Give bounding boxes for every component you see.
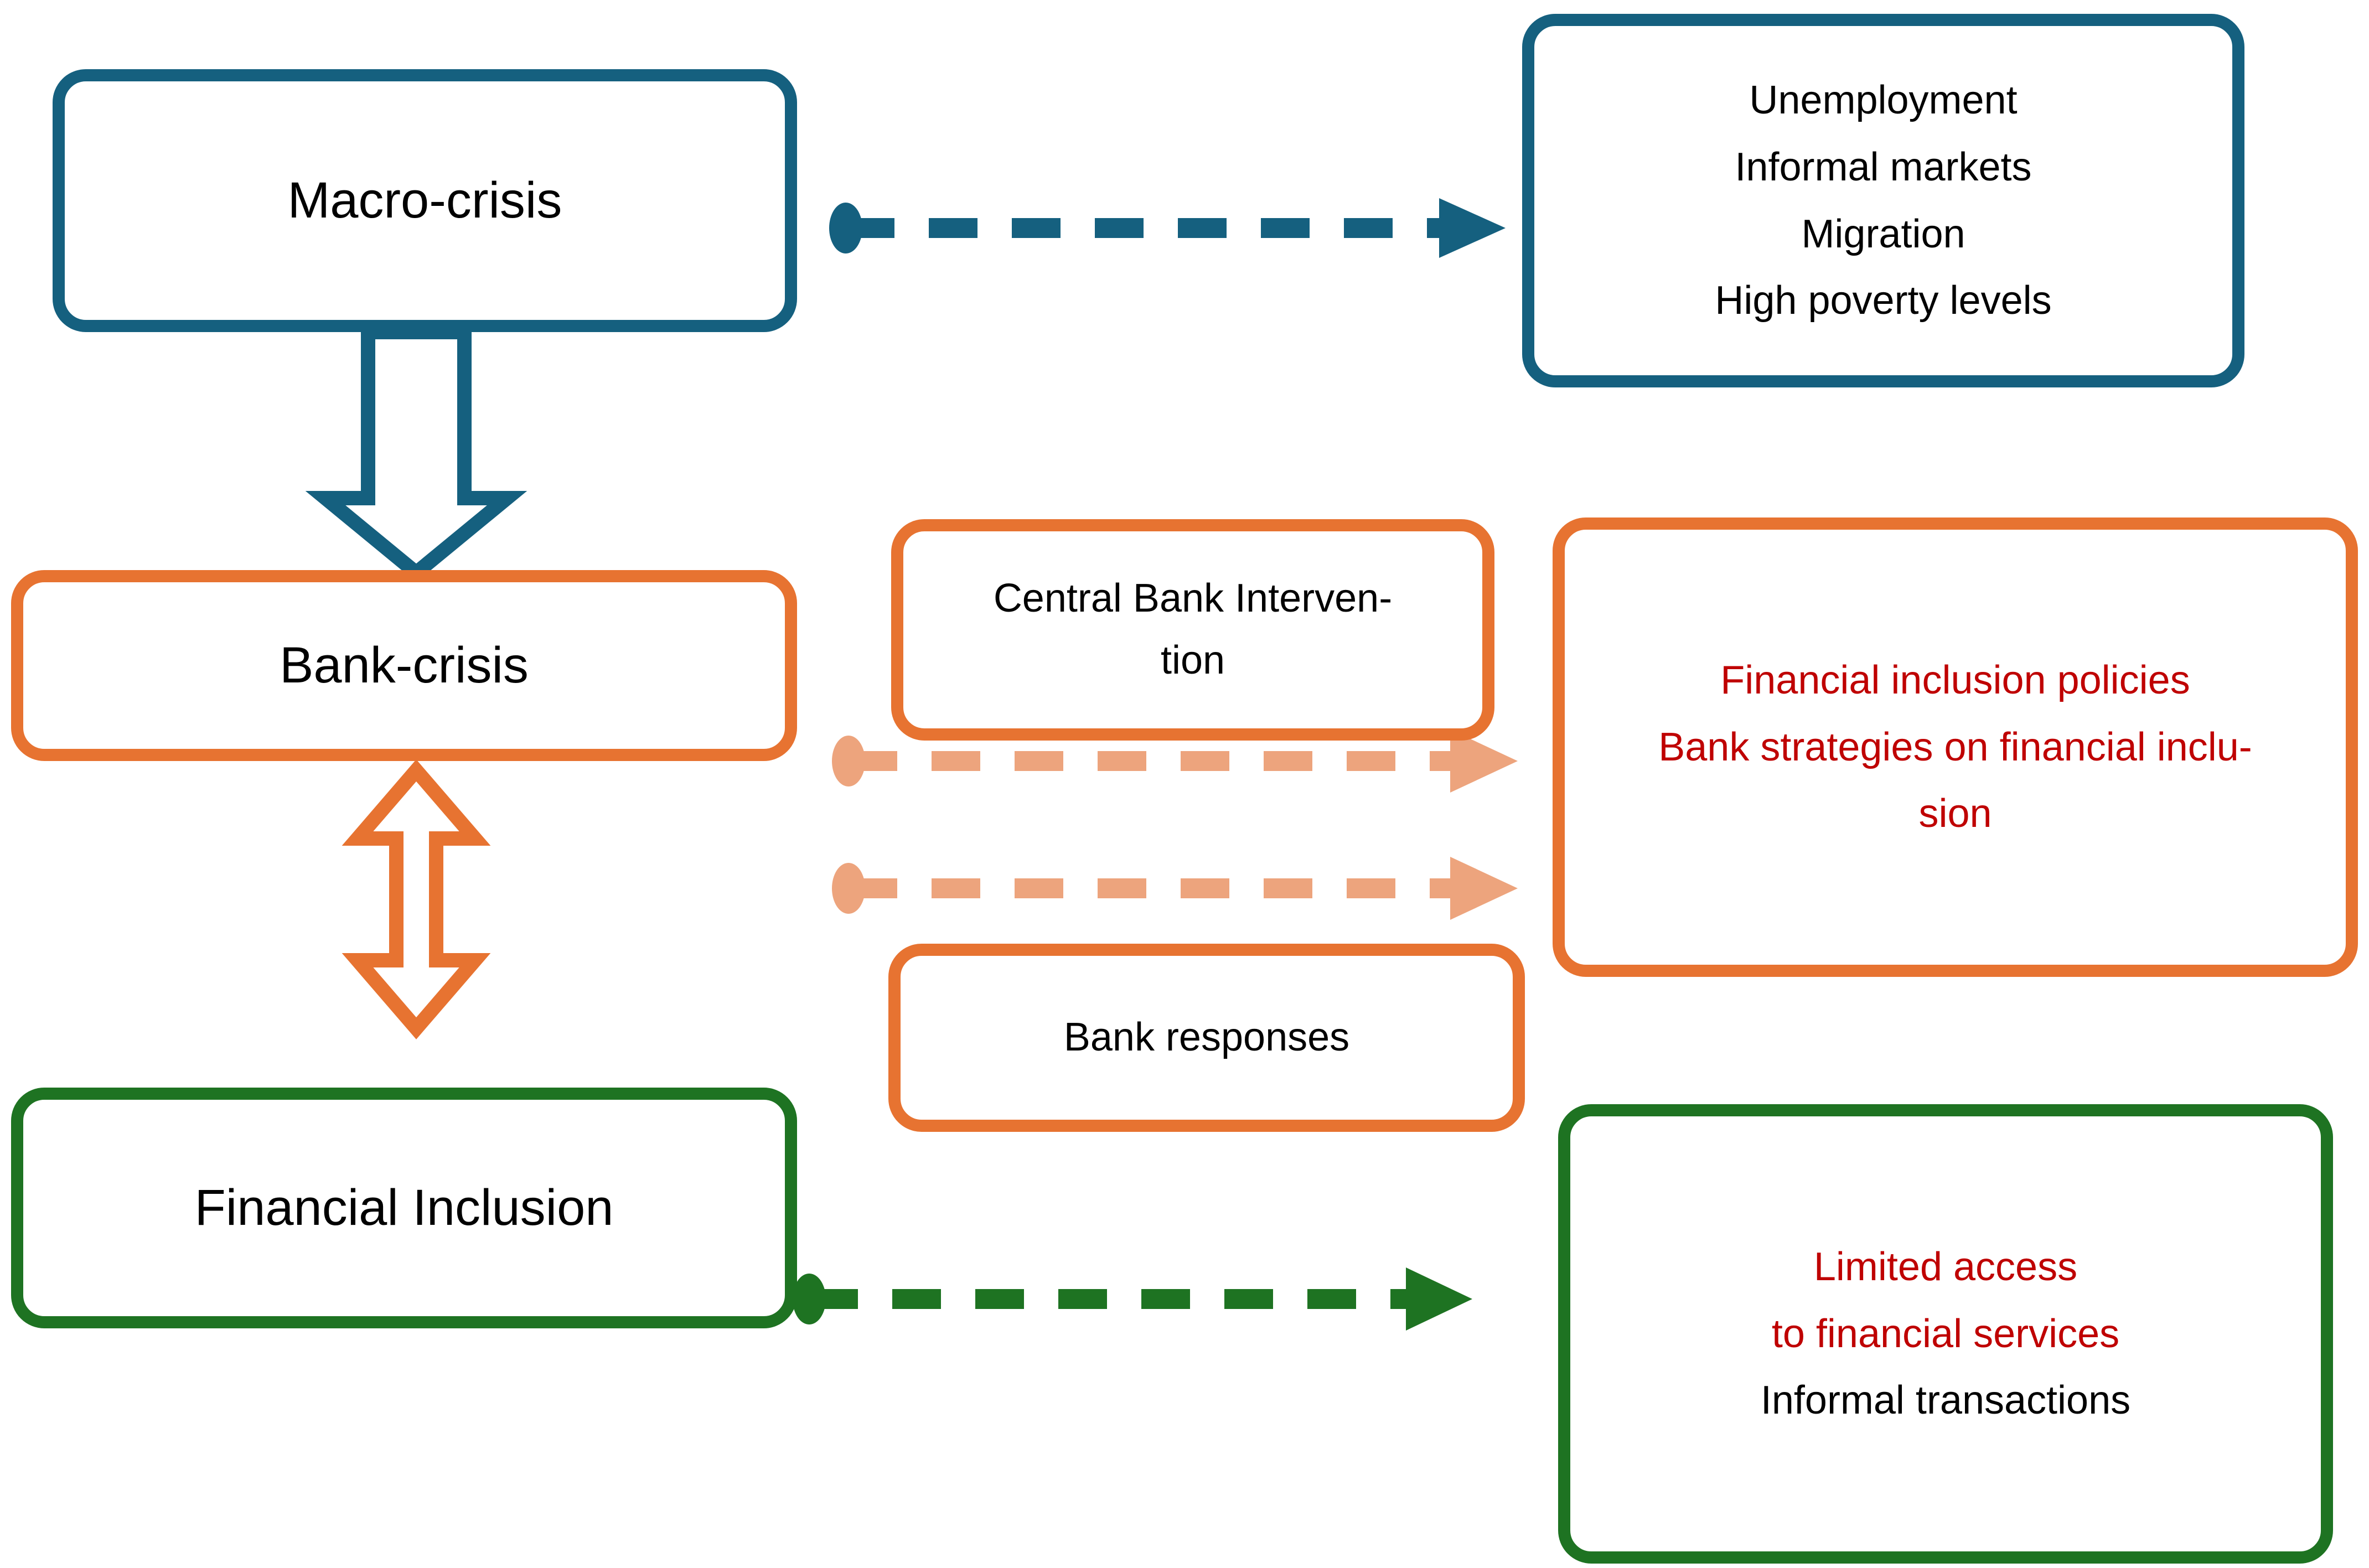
node-bank-responses-label: Bank responses <box>1063 1015 1350 1060</box>
list-item: Migration <box>1801 211 1965 256</box>
list-item: Unemployment <box>1749 78 2018 123</box>
macro-to-outcomes-dashed-arrow <box>829 198 1506 258</box>
macro-to-bank-block-arrow <box>305 325 527 582</box>
list-item: Financial inclusion policies <box>1720 658 2190 703</box>
node-inclusion-outcomes[interactable]: Limited access to financial services Inf… <box>1558 1104 2333 1564</box>
list-item: Informal markets <box>1735 144 2032 189</box>
node-bank-crisis[interactable]: Bank-crisis <box>11 570 797 761</box>
inclusion-dashed-arrow <box>793 1267 1472 1331</box>
list-item: to financial services <box>1771 1311 2120 1356</box>
list-item: High poverty levels <box>1715 278 2052 323</box>
list-item: Limited access <box>1813 1245 2078 1290</box>
list-item: sion <box>1918 791 1992 836</box>
node-macro-crisis[interactable]: Macro-crisis <box>53 69 797 332</box>
bank-to-inclusion-block-arrow <box>342 759 491 1039</box>
node-macro-outcomes[interactable]: Unemployment Informal markets Migration … <box>1522 14 2244 387</box>
node-central-bank-intervention-line1: Central Bank Interven- <box>993 576 1393 621</box>
list-item: Informal transactions <box>1760 1378 2131 1423</box>
list-item: Bank strategies on financial inclu- <box>1658 725 2252 769</box>
node-bank-crisis-label: Bank-crisis <box>280 636 529 694</box>
node-bank-responses[interactable]: Bank responses <box>888 944 1525 1132</box>
node-macro-crisis-label: Macro-crisis <box>287 172 562 229</box>
node-central-bank-intervention[interactable]: Central Bank Interven- tion <box>891 519 1494 741</box>
node-financial-inclusion-label: Financial Inclusion <box>194 1179 614 1236</box>
bank-responses-dashed-arrow <box>832 857 1518 920</box>
node-central-bank-intervention-line2: tion <box>1160 638 1225 682</box>
node-financial-inclusion[interactable]: Financial Inclusion <box>11 1088 797 1328</box>
node-inclusion-policies[interactable]: Financial inclusion policies Bank strate… <box>1553 518 2358 977</box>
